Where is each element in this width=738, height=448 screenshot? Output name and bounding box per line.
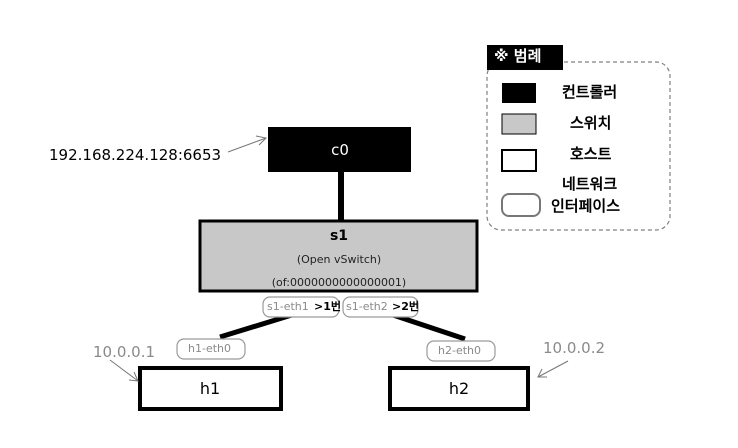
legend-box [486, 61, 671, 231]
link-s1-h2 [389, 311, 466, 342]
interface-oval-h1-eth0 [176, 338, 246, 360]
host-ip-label-1: 10.0.0.1 [93, 343, 156, 361]
host-name-label-1: h1 [199, 379, 221, 398]
legend-label-interface-line2: 인터페이스 [551, 197, 621, 215]
port-number-label-2: >2번 [392, 300, 419, 313]
link-s1-h1 [219, 311, 296, 340]
legend-title: ※ 범례 [494, 47, 542, 65]
legend-swatch-host [501, 149, 537, 172]
controller-address-label: 192.168.224.128:6653 [49, 146, 222, 164]
legend-label-controller: 컨트롤러 [562, 83, 618, 101]
switch-name-label: s1 [329, 228, 349, 244]
controller-node-c0 [268, 127, 411, 172]
interface-oval-s1-eth2 [342, 296, 419, 318]
interface-oval-s1-eth1 [262, 296, 340, 318]
host-interface-label-1: h1-eth0 [188, 342, 231, 355]
legend-swatch-interface [501, 193, 541, 217]
host-node-h2 [388, 366, 530, 411]
host-node-h1 [138, 366, 283, 411]
legend-swatch-controller [502, 83, 536, 103]
switch-type-label: (Open vSwitch) [296, 253, 382, 266]
legend-label-switch: 스위치 [570, 114, 612, 132]
host-name-label-2: h2 [448, 379, 470, 398]
legend-title-background [487, 45, 563, 70]
host-ip-label-2: 10.0.0.2 [543, 339, 606, 357]
arrow-h2-ip [537, 360, 569, 378]
legend-label-interface-line1: 네트워크 [562, 175, 618, 193]
arrow-controller-address [227, 135, 268, 153]
switch-node-s1 [198, 219, 479, 293]
arrow-h1-ip [109, 359, 139, 382]
port-number-label-1: >1번 [314, 300, 341, 313]
port-interface-label-2: s1-eth2 [346, 300, 388, 313]
interface-oval-h2-eth0 [426, 340, 496, 362]
legend-label-host: 호스트 [570, 145, 612, 163]
controller-name-label: c0 [331, 141, 349, 159]
legend-swatch-switch [501, 113, 537, 135]
host-interface-label-2: h2-eth0 [438, 344, 481, 357]
switch-dpid-label: (of:0000000000000001) [271, 276, 407, 289]
port-interface-label-1: s1-eth1 [267, 300, 309, 313]
